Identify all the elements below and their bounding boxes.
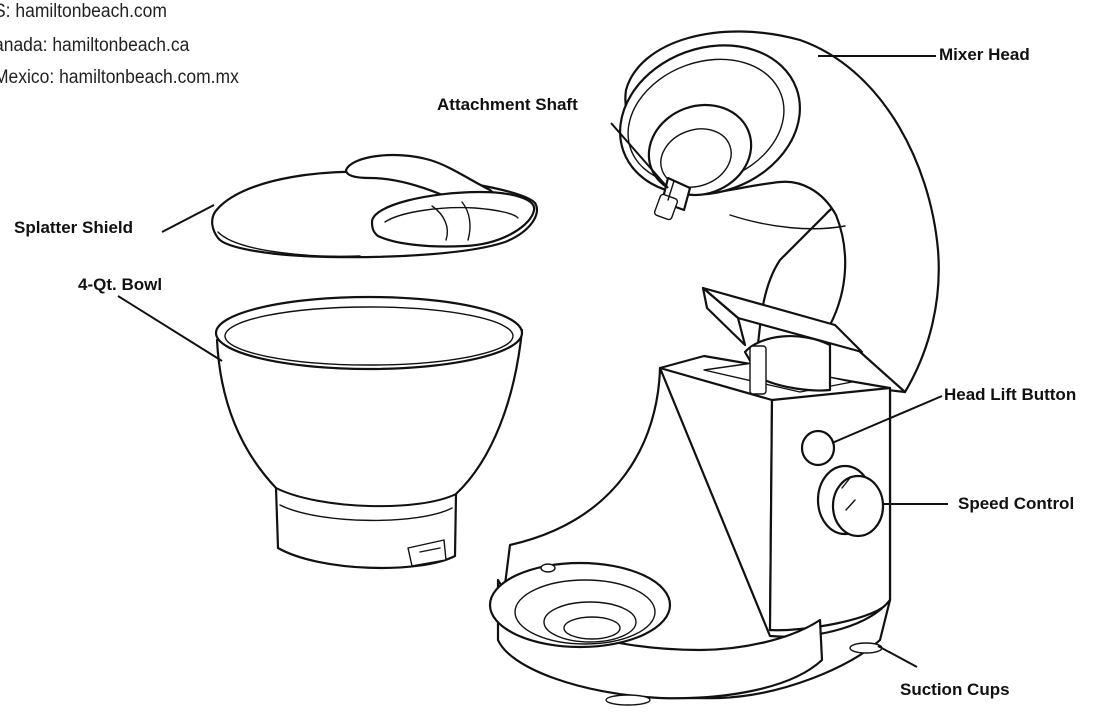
label-head-lift-button: Head Lift Button bbox=[944, 385, 1077, 404]
leader-splatter-shield bbox=[161, 204, 215, 233]
website-us: S: hamiltonbeach.com bbox=[0, 1, 167, 22]
label-attachment-shaft: Attachment Shaft bbox=[437, 95, 578, 114]
leader-bowl bbox=[117, 295, 223, 362]
label-suction-cups: Suction Cups bbox=[900, 680, 1010, 699]
label-splatter-shield: Splatter Shield bbox=[14, 218, 134, 237]
leader-attachment-shaft bbox=[610, 122, 669, 189]
website-mexico: Mexico: hamiltonbeach.com.mx bbox=[0, 67, 239, 88]
leader-suction-cups bbox=[877, 645, 918, 668]
leader-head-lift-button bbox=[831, 395, 943, 444]
mixer-drawing bbox=[488, 30, 940, 706]
splatter-shield-drawing bbox=[211, 154, 538, 259]
website-canada: anada: hamiltonbeach.ca bbox=[0, 35, 190, 56]
label-mixer-head: Mixer Head bbox=[939, 45, 1030, 64]
bowl-drawing bbox=[214, 295, 524, 570]
label-bowl: 4-Qt. Bowl bbox=[78, 275, 163, 294]
label-speed-control: Speed Control bbox=[958, 494, 1075, 513]
